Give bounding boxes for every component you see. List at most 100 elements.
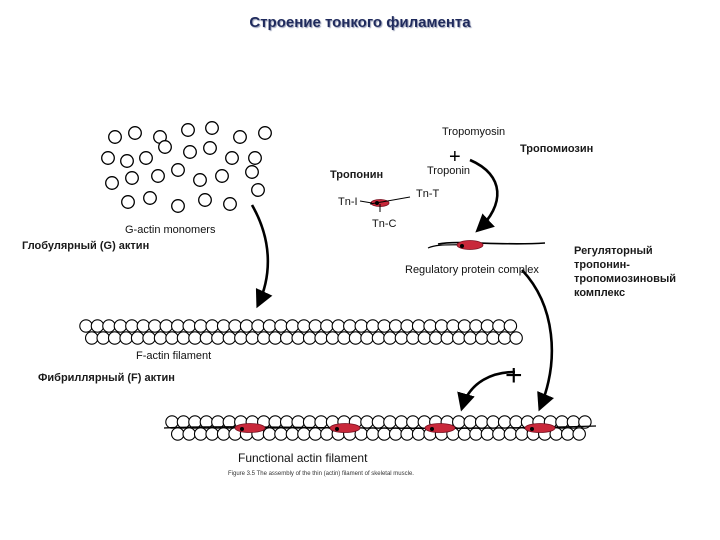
actin-subunit <box>159 319 174 333</box>
g-actin-monomer <box>205 121 219 135</box>
actin-subunit <box>297 427 311 441</box>
troponin-en-label: Troponin <box>427 165 471 177</box>
plus-sign-middle: + <box>505 359 523 392</box>
actin-subunit <box>193 427 208 441</box>
actin-subunit <box>429 331 443 345</box>
g-actin-monomer <box>251 183 265 197</box>
g-actin-monomer <box>128 126 142 140</box>
tropomyosin-ru-label: Тропомиозин <box>520 143 594 155</box>
actin-subunit <box>234 331 248 345</box>
actin-subunit <box>302 331 317 345</box>
g-actin-monomer <box>193 173 207 187</box>
actin-subunit <box>503 319 518 333</box>
actin-subunit <box>388 319 403 333</box>
actin-subunit <box>354 319 369 333</box>
actin-subunit <box>251 319 265 333</box>
actin-subunit <box>188 415 202 429</box>
actin-subunit <box>176 415 191 429</box>
actin-subunit <box>383 415 397 429</box>
actin-subunit <box>320 319 334 333</box>
actin-subunit <box>474 331 489 345</box>
actin-subunit <box>291 331 305 345</box>
actin-subunit <box>497 331 512 345</box>
actin-subunit <box>365 427 380 441</box>
arrow-complex-to-functional <box>521 269 554 412</box>
actin-subunit <box>182 319 196 333</box>
actin-subunit <box>406 415 420 429</box>
g-actin-ru-label: Глобулярный (G) актин <box>22 240 150 252</box>
actin-subunit <box>314 415 328 429</box>
actin-subunit <box>188 331 202 345</box>
actin-subunit <box>497 415 512 429</box>
actin-subunit <box>153 331 168 345</box>
g-actin-monomer <box>248 151 262 165</box>
actin-subunit <box>308 319 323 333</box>
actin-subunit <box>171 319 185 333</box>
troponin-dot <box>530 427 534 431</box>
regulatory-line-2: тропонин- <box>574 259 630 271</box>
regulatory-line-3: тропомиозиновый <box>574 273 677 285</box>
g-actin-monomer <box>245 165 259 179</box>
actin-subunit <box>423 319 437 333</box>
g-actin-monomer <box>223 197 237 211</box>
actin-subunit <box>262 319 277 333</box>
actin-subunit <box>331 319 346 333</box>
actin-subunit <box>325 331 340 345</box>
g-actin-monomer <box>143 191 157 205</box>
actin-subunit <box>308 427 323 441</box>
tn-t-label: Tn-T <box>416 188 440 200</box>
actin-subunit <box>411 427 426 441</box>
g-actin-monomer <box>101 151 115 165</box>
actin-subunit <box>228 319 242 333</box>
actin-subunit <box>388 427 403 441</box>
g-actin-monomer <box>183 145 197 159</box>
actin-subunit <box>262 427 277 441</box>
actin-subunit <box>142 331 156 345</box>
actin-subunit <box>96 331 110 345</box>
regulatory-complex-ru-label: Регуляторный тропонин- тропомиозиновый к… <box>574 244 676 300</box>
actin-subunit <box>176 331 191 345</box>
actin-subunit <box>222 331 237 345</box>
actin-subunit <box>360 331 374 345</box>
actin-subunit <box>199 331 214 345</box>
tropomyosin-strand <box>437 241 546 245</box>
actin-subunit <box>503 427 518 441</box>
actin-subunit <box>452 331 466 345</box>
tn-i-label: Tn-I <box>338 196 358 208</box>
actin-subunit <box>343 319 357 333</box>
actin-subunit <box>211 331 225 345</box>
actin-subunit <box>314 331 328 345</box>
arrow-g-to-f <box>250 204 273 309</box>
actin-subunit <box>365 319 380 333</box>
actin-subunit <box>279 415 294 429</box>
actin-subunit <box>457 427 472 441</box>
g-actin-monomer <box>225 151 239 165</box>
actin-subunit <box>279 331 294 345</box>
functional-filament-label: Functional actin filament <box>238 451 368 465</box>
actin-subunit <box>480 319 495 333</box>
actin-subunit <box>469 427 483 441</box>
actin-subunit <box>205 427 219 441</box>
actin-subunit <box>394 331 409 345</box>
actin-subunit <box>182 427 196 441</box>
actin-subunit <box>125 319 139 333</box>
actin-subunit <box>274 319 288 333</box>
regulatory-protein-complex <box>427 240 484 250</box>
actin-subunit <box>377 427 391 441</box>
actin-subunit <box>302 415 317 429</box>
g-actin-monomer <box>258 126 272 140</box>
actin-subunit <box>337 331 351 345</box>
troponin-complex <box>359 196 411 212</box>
actin-subunit <box>560 427 575 441</box>
actin-subunit <box>463 415 477 429</box>
troponin-complex <box>329 423 361 433</box>
g-actin-monomer <box>171 199 185 213</box>
actin-subunit <box>239 319 254 333</box>
g-actin-monomer <box>105 176 119 190</box>
arrow-f-to-functional <box>457 370 516 412</box>
g-actin-monomer <box>120 154 134 168</box>
actin-subunit <box>578 415 592 429</box>
actin-subunit <box>434 319 449 333</box>
actin-subunit <box>400 427 414 441</box>
